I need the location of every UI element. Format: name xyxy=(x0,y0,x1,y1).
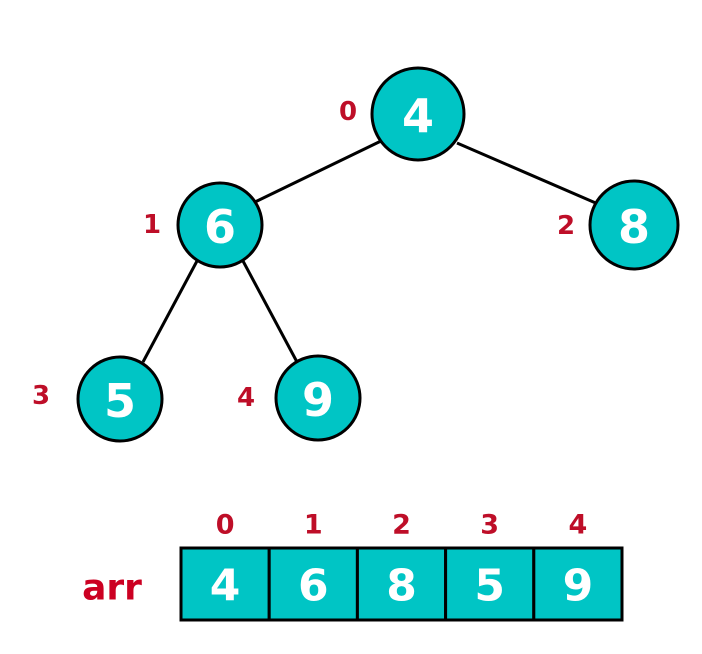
array-cell-value-1: 6 xyxy=(298,561,329,612)
array-index-label-0: 0 xyxy=(216,510,235,541)
array-cell-value-0: 4 xyxy=(210,561,241,612)
array-group: arr 4 0 6 1 8 2 5 3 9 4 xyxy=(82,510,624,622)
array-index-label-3: 3 xyxy=(480,510,499,541)
array-cell-2[interactable] xyxy=(355,546,448,622)
tree-node-value-3: 5 xyxy=(104,374,136,428)
array-cell-4[interactable] xyxy=(532,546,624,622)
array-cell-value-4: 9 xyxy=(563,561,594,612)
array-cell-3[interactable] xyxy=(444,546,536,622)
tree-node-circle-1[interactable] xyxy=(176,181,264,269)
tree-node-circle-0[interactable] xyxy=(370,66,466,162)
tree-edge-0-1 xyxy=(254,139,382,204)
array-cell-value-2: 8 xyxy=(386,561,417,612)
tree-edge-1-4 xyxy=(241,260,299,363)
array-cell-1[interactable] xyxy=(267,546,359,622)
array-name-label: arr xyxy=(82,568,142,609)
tree-node-value-4: 9 xyxy=(302,373,334,427)
tree-edge-0-2 xyxy=(456,141,599,206)
tree-edges-group xyxy=(141,139,599,363)
tree-node-index-label-1: 1 xyxy=(143,210,161,240)
array-cell-value-3: 5 xyxy=(474,561,505,612)
tree-node-index-label-3: 3 xyxy=(32,381,50,411)
array-cell-0[interactable] xyxy=(179,546,271,622)
tree-node-index-label-0: 0 xyxy=(339,97,357,127)
array-index-label-1: 1 xyxy=(304,510,323,541)
tree-node-value-1: 6 xyxy=(204,200,236,254)
tree-node-value-0: 4 xyxy=(402,89,434,143)
tree-node-index-label-2: 2 xyxy=(557,211,575,241)
tree-node-value-2: 8 xyxy=(618,200,650,254)
array-index-label-4: 4 xyxy=(569,510,588,541)
array-index-label-2: 2 xyxy=(392,510,411,541)
tree-node-circle-3[interactable] xyxy=(76,355,164,443)
tree-node-circle-2[interactable] xyxy=(588,179,680,271)
tree-nodes-group: 4 0 6 1 8 2 5 3 9 4 xyxy=(32,66,680,443)
tree-edge-1-3 xyxy=(141,260,199,363)
tree-node-index-label-4: 4 xyxy=(237,383,255,413)
tree-node-circle-4[interactable] xyxy=(274,354,362,442)
